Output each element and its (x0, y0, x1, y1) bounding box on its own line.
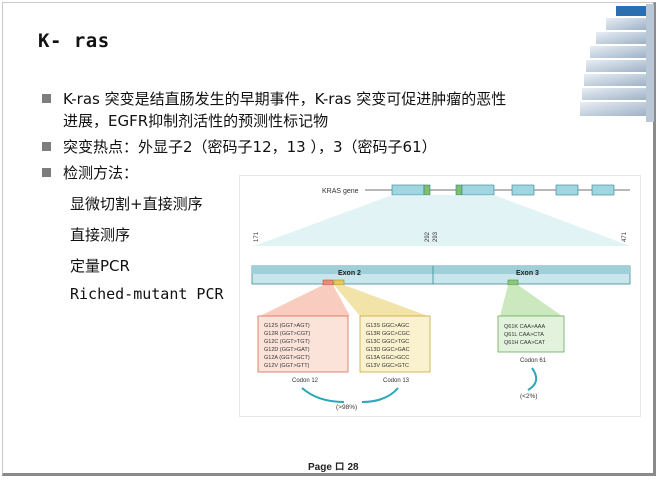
codon61-box (497, 315, 565, 353)
mutation-entry: Q61H CAA>CAT (504, 340, 546, 346)
exon-bar-highlight (252, 266, 630, 274)
kras-gene-diagram: KRAS gene 171 292 293 471 Exon 2 Exon 3 … (240, 176, 640, 416)
mutation-entry: G12C (GGT>TGT) (264, 339, 310, 345)
mutation-entry: G13V GGC>GTC (366, 363, 409, 369)
bullet-continuation: 进展，EGFR抑制剂活性的预测性标记物 (63, 112, 329, 130)
bullet-text: K-ras 突变是结直肠发生的早期事件，K-ras 突变可促进肿瘤的恶性 (63, 90, 507, 108)
gene-label: KRAS gene (322, 188, 359, 195)
exon-box (455, 184, 463, 196)
coord-label: 293 (433, 231, 439, 242)
mutation-entry: G12S (GGT>AGT) (264, 323, 310, 329)
exon-box (423, 184, 431, 196)
coord-label: 171 (254, 231, 260, 242)
codon13-mutations: G13S GGC>AGC G13R GGC>CGC G13C GGC>TGC G… (366, 323, 410, 369)
codon12-mutations: G12S (GGT>AGT) G12R (GGT>CGT) G12C (GGT>… (264, 323, 310, 369)
page-number: Page ロ 28 (308, 462, 359, 473)
mutation-entry: G13S GGC>AGC (366, 323, 409, 329)
codon12-marker (322, 279, 334, 286)
exon-box (511, 184, 535, 196)
bullet-item: 突变热点：外显子2（密码子12，13 ），3（密码子61） (42, 136, 437, 158)
slide-frame (2, 2, 656, 476)
slide-title: K- ras (38, 30, 110, 52)
mutation-entry: G13R GGC>CGC (366, 331, 410, 337)
codon13-marker (333, 279, 345, 286)
exon3-percentage: (<2%) (520, 393, 538, 400)
arrow-exon2 (301, 387, 345, 403)
codon61-mutations: Q61K CAA>AAA Q61L CAA>CTA Q61H CAA>CAT (504, 324, 546, 346)
exon-box (391, 184, 425, 196)
bullet-marker (42, 168, 51, 177)
codon13-fan (334, 285, 428, 316)
codon13-label: Codon 13 (383, 378, 410, 384)
mutation-entry: G13C GGC>TGC (366, 339, 409, 345)
arrow-exon3 (527, 367, 538, 391)
coord-label: 471 (622, 231, 628, 242)
method-item: 显微切割+直接测序 (70, 195, 203, 213)
method-item: 直接测序 (70, 226, 131, 244)
mutation-entry: G12A (GGT>GCT) (264, 355, 310, 361)
arrow-exon2 (361, 387, 399, 403)
mutation-entry: G12D (GGT>GAT) (264, 347, 310, 353)
mutation-entry: G12R (GGT>CGT) (264, 331, 310, 337)
bullet-text: 检测方法： (63, 164, 139, 182)
bullet-marker (42, 142, 51, 151)
codon61-label: Codon 61 (520, 358, 547, 364)
zoom-projection (254, 195, 630, 246)
exon-box (461, 184, 495, 196)
exon2-label: Exon 2 (338, 270, 361, 277)
codon13-box (359, 315, 431, 373)
exon-box (591, 184, 615, 196)
method-item: Riched-mutant PCR (70, 285, 224, 303)
exon-box (555, 184, 579, 196)
codon12-fan (260, 285, 350, 316)
codon61-fan (500, 285, 562, 316)
codon12-box (257, 315, 349, 373)
coord-label: 292 (425, 231, 431, 242)
exon2-percentage: (>98%) (336, 404, 357, 411)
mutation-entry: G12V (GGT>GTT) (264, 363, 310, 369)
codon61-marker (507, 279, 519, 286)
mutation-entry: G13A GGC>GCC (366, 355, 409, 361)
mutation-entry: G13D GGC>GAC (366, 347, 410, 353)
method-item: 定量PCR (70, 257, 130, 275)
mutation-entry: Q61K CAA>AAA (504, 324, 545, 330)
bullet-text: 突变热点：外显子2（密码子12，13 ），3（密码子61） (63, 138, 437, 156)
mutation-entry: Q61L CAA>CTA (504, 332, 544, 338)
bullet-item: K-ras 突变是结直肠发生的早期事件，K-ras 突变可促进肿瘤的恶性 (42, 88, 506, 110)
codon12-label: Codon 12 (292, 378, 319, 384)
bullet-marker (42, 94, 51, 103)
bullet-item: 检测方法： (42, 162, 138, 184)
staircase-decoration (580, 4, 654, 122)
exon3-label: Exon 3 (516, 270, 539, 277)
